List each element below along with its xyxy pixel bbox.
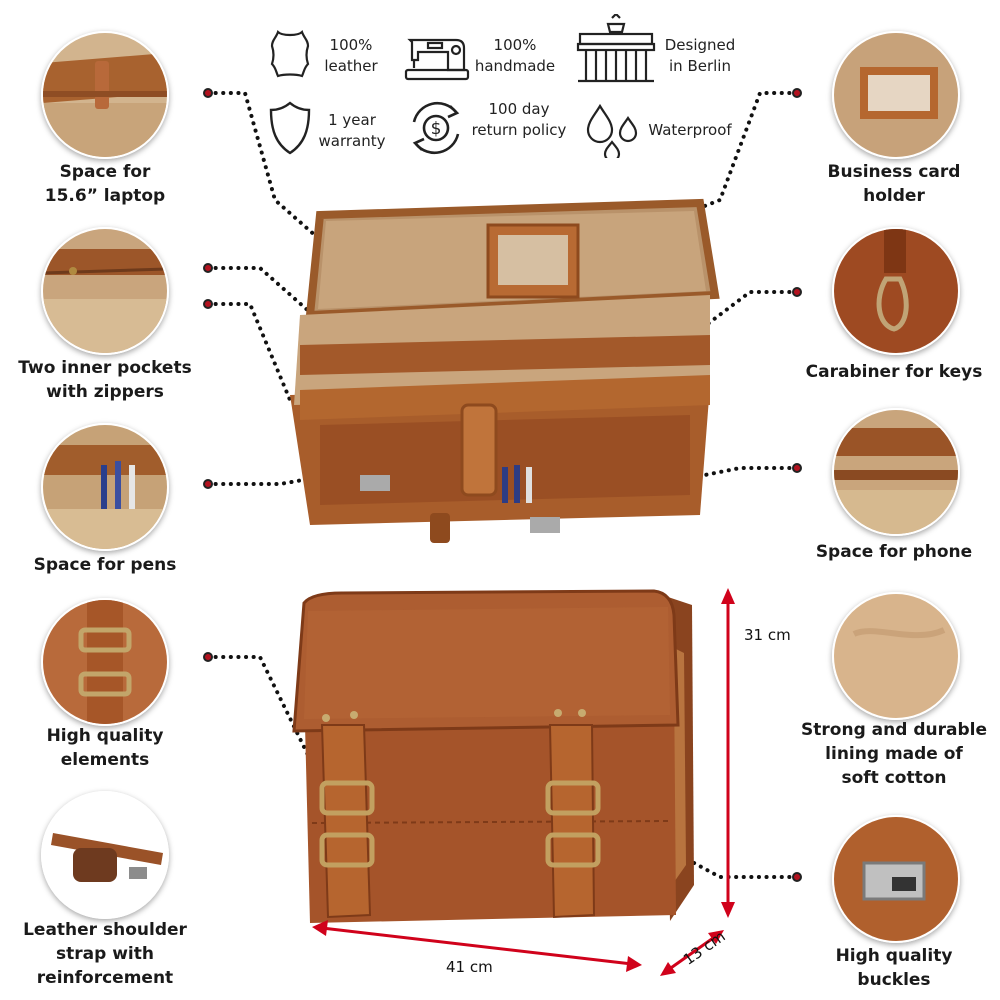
callout-dot: [203, 479, 213, 489]
callout-dot: [203, 263, 213, 273]
leader-line-carabiner: [408, 290, 799, 452]
leader-line-laptop: [206, 91, 472, 374]
leather-hide-icon: [270, 29, 310, 78]
card-holder-photo: [832, 31, 960, 159]
water-drops-icon: [586, 103, 638, 158]
callout-dot: [792, 463, 802, 473]
label-carabiner: Carabiner for keys: [805, 362, 983, 382]
callout-dot: [203, 299, 213, 309]
buckle-photo: [832, 815, 960, 943]
open-bag-image: [290, 198, 720, 543]
cotton-lining-photo: [832, 592, 960, 720]
label-pens-space: Space for pens: [33, 555, 177, 575]
callout-dot: [792, 872, 802, 882]
feature-leather-text: 100%leather: [324, 36, 378, 75]
svg-text:$: $: [431, 119, 442, 139]
sewing-machine-icon: [404, 38, 470, 81]
feature-handmade-text: 100%handmade: [474, 36, 556, 75]
hardware-elements-photo: [41, 598, 169, 726]
callout-dot: [792, 287, 802, 297]
dimension-width: 41 cm: [446, 958, 493, 976]
shoulder-strap-photo: [41, 791, 169, 919]
label-phone-space: Space for phone: [815, 542, 973, 562]
callout-dot: [203, 88, 213, 98]
brandenburg-gate-icon: [576, 14, 656, 83]
callout-dot: [203, 652, 213, 662]
feature-waterproof-text: Waterproof: [648, 121, 732, 139]
dollar-return-icon: $: [412, 101, 460, 155]
carabiner-photo: [832, 227, 960, 355]
shield-icon: [269, 101, 311, 155]
callout-dot: [792, 88, 802, 98]
pen-holder-photo: [41, 423, 169, 551]
zipper-pockets-photo: [41, 227, 169, 355]
closed-bag-image: [292, 589, 694, 923]
dimension-height: 31 cm: [744, 626, 791, 644]
